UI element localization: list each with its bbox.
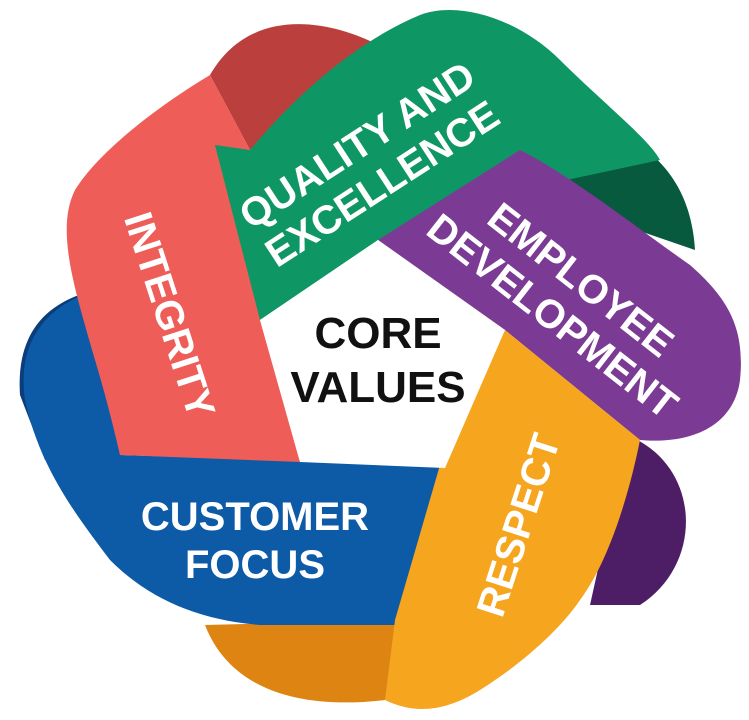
center-title-line2: VALUES bbox=[290, 363, 465, 412]
center-title-line1: CORE bbox=[314, 309, 441, 358]
employee-band-fold bbox=[590, 430, 686, 605]
quality-band bbox=[215, 10, 660, 320]
employee-band bbox=[378, 150, 741, 441]
center-area bbox=[260, 240, 505, 468]
customer-label: CUSTOMER FOCUS bbox=[141, 495, 369, 587]
customer-label-line2: FOCUS bbox=[185, 543, 325, 587]
customer-focus-band bbox=[23, 285, 440, 625]
respect-band-fold bbox=[205, 620, 400, 703]
respect-band bbox=[385, 330, 640, 710]
customer-label-line1: CUSTOMER bbox=[141, 495, 369, 539]
integrity-band-fold bbox=[210, 24, 378, 150]
